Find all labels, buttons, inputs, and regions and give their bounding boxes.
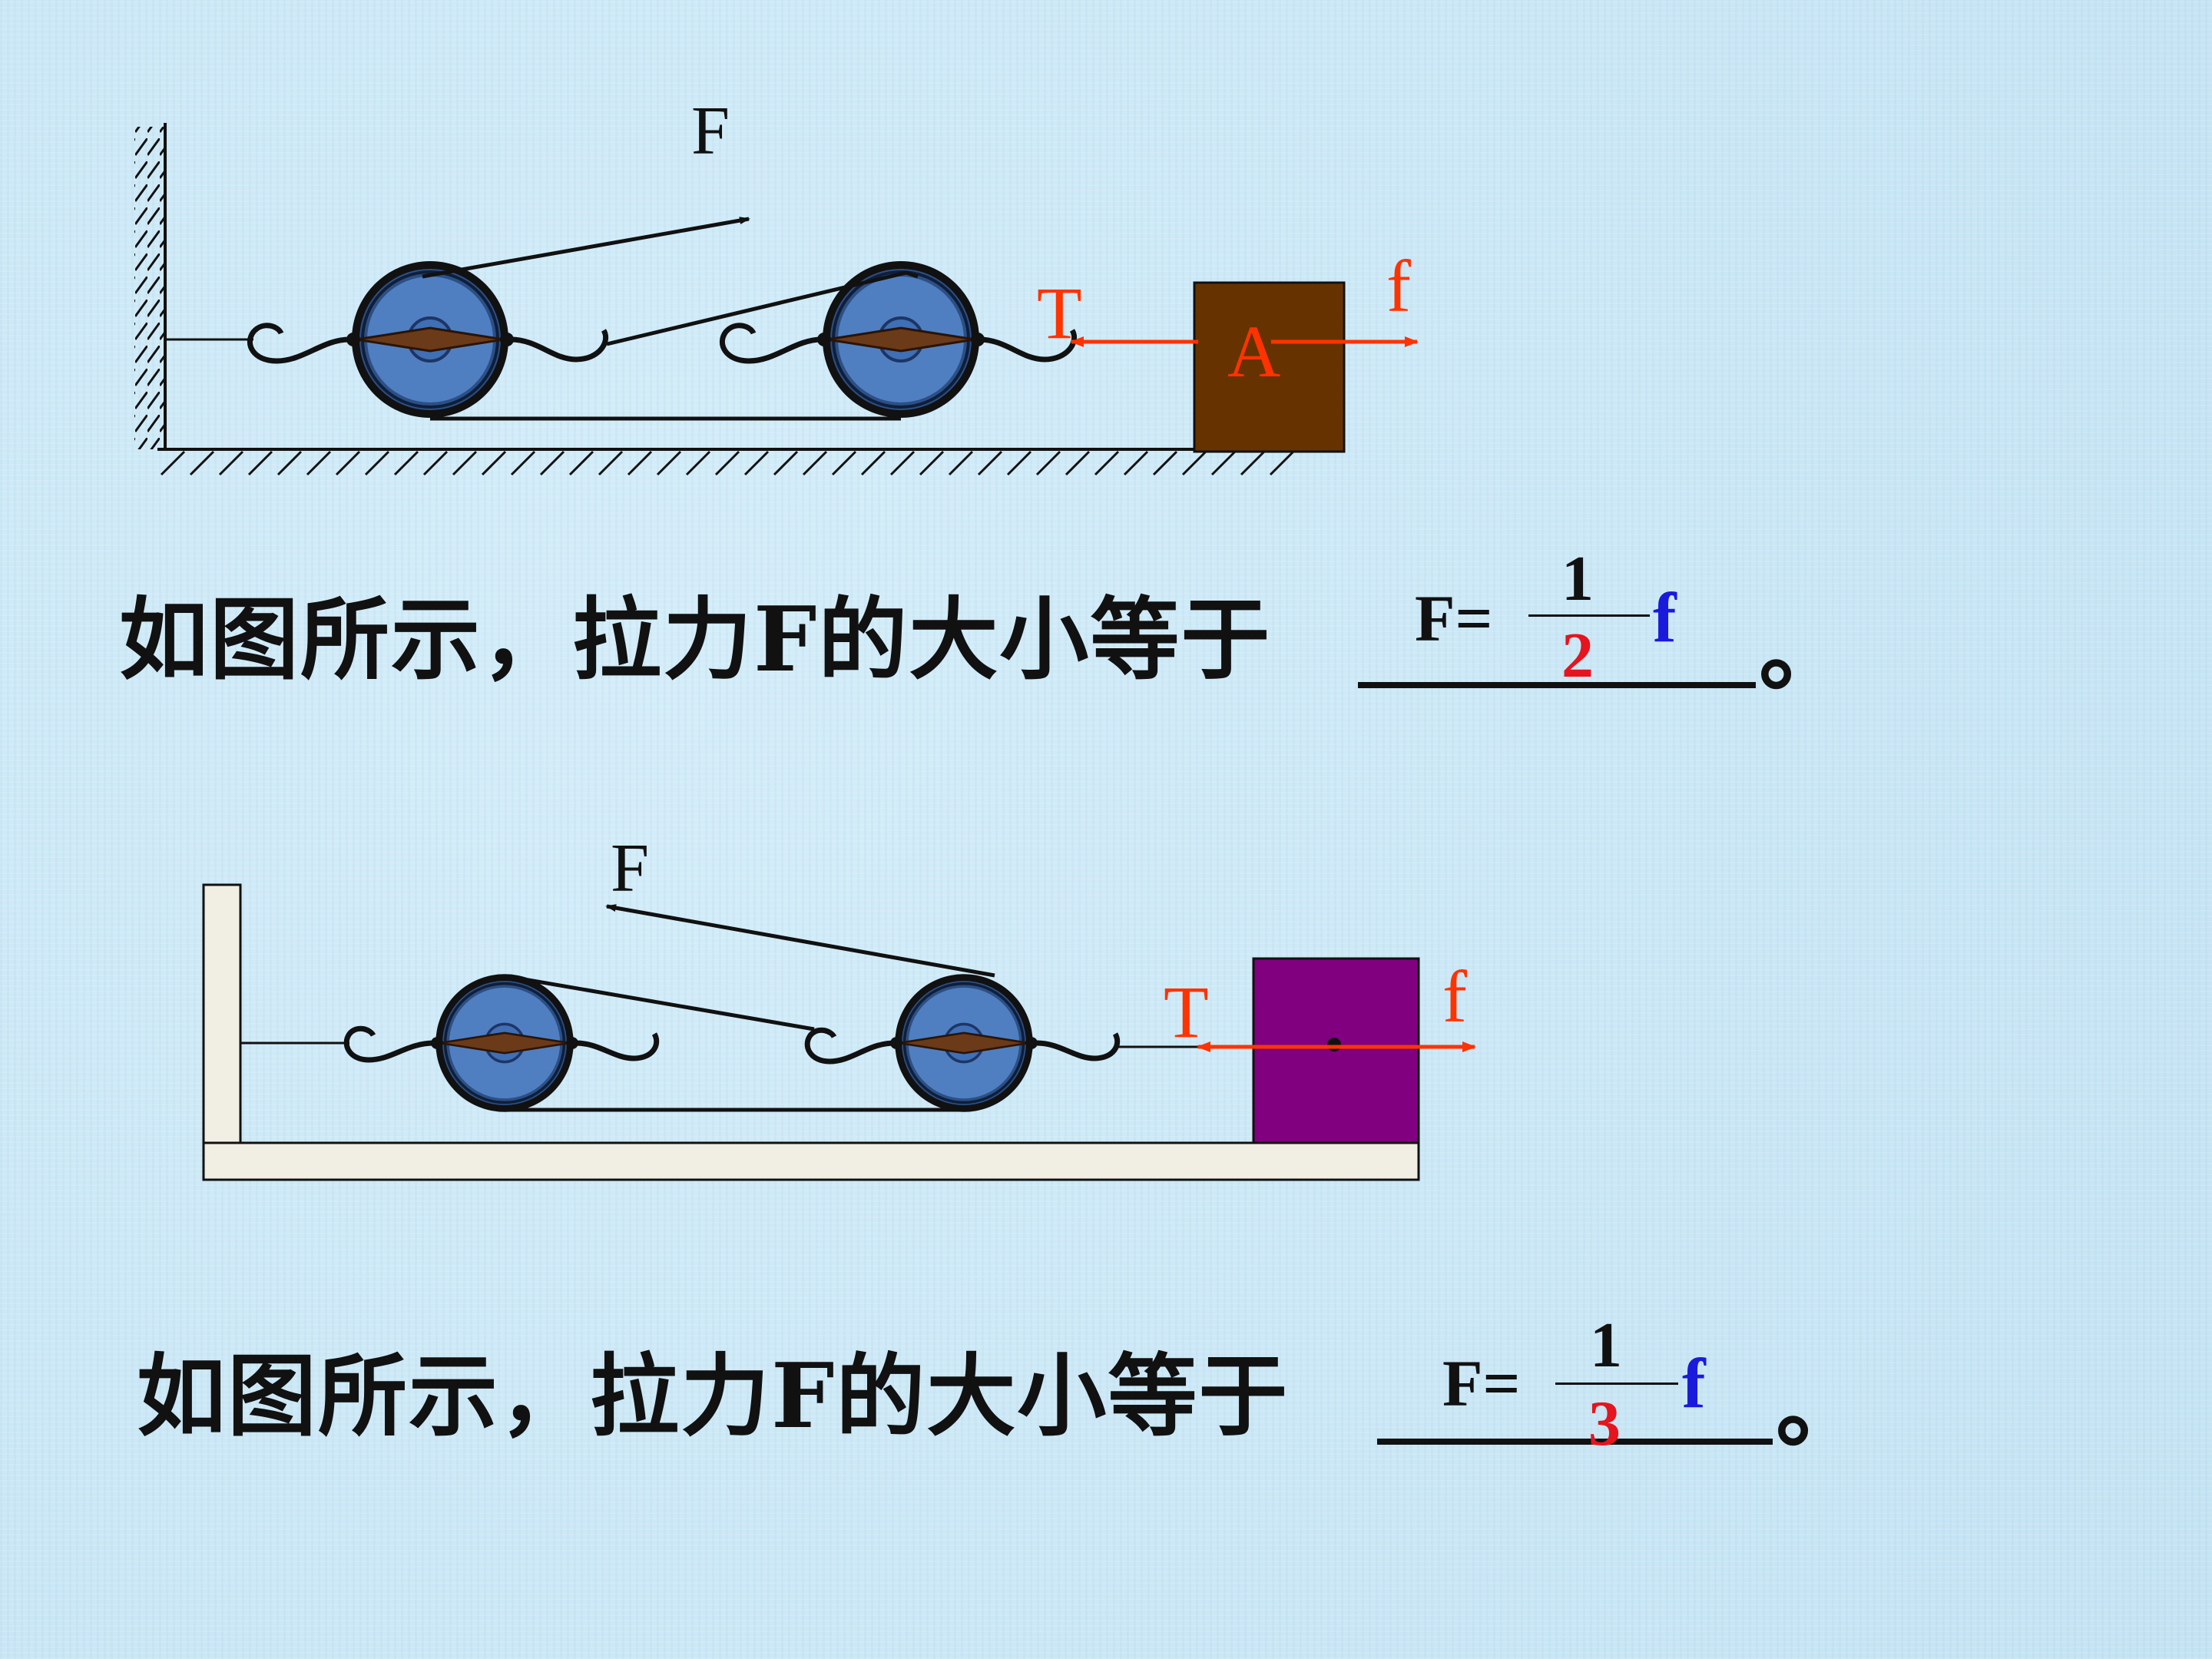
ground-hatch-line [568, 450, 594, 476]
ground-hatch-line [1152, 450, 1178, 476]
ground-hatch-line [247, 450, 273, 476]
ground-hatch-line [306, 450, 332, 476]
ground-hatch-line [831, 450, 857, 476]
ground-hatch-line [802, 450, 828, 476]
ground-hatch-line [1006, 450, 1032, 476]
fraction-bar [1555, 1382, 1678, 1385]
answer-lhs: F= [1415, 581, 1493, 655]
answer-blank [1377, 1439, 1773, 1445]
period: 。 [1776, 1356, 1865, 1460]
force-label: F [691, 93, 730, 169]
ground-hatch-line [1065, 450, 1091, 476]
ground [157, 448, 1295, 476]
question-text: 如图所示，拉力F的大小等于 [119, 588, 1272, 692]
ground-hatch-line [539, 450, 565, 476]
ground-hatch-line [1035, 450, 1061, 476]
block-label: A [1227, 310, 1280, 392]
pulley-left [247, 260, 609, 419]
ground-hatch-line [160, 450, 186, 476]
ground-hatch-line [948, 450, 974, 476]
ground-hatch-line [510, 450, 536, 476]
answer-blank [1358, 682, 1756, 688]
tension-label: T [1037, 272, 1082, 354]
force-arrow [422, 217, 750, 279]
fraction-bar [1528, 614, 1650, 617]
question-text: 如图所示，拉力F的大小等于 [137, 1344, 1290, 1449]
ground-hatch-line [1181, 450, 1207, 476]
force-label: F [611, 830, 649, 906]
ground-hatch-line [685, 450, 711, 476]
ground-hatch-line [276, 450, 303, 476]
ground-hatch-line [743, 450, 770, 476]
ground-hatch-line [422, 450, 449, 476]
ground-hatch-line [393, 450, 419, 476]
ground-hatch-line [189, 450, 215, 476]
ground-hatch-line [889, 450, 916, 476]
friction-label: f [1442, 955, 1467, 1038]
pulley-left [343, 972, 660, 1114]
ground-hatch-line [1123, 450, 1149, 476]
wall [134, 123, 167, 449]
diagram-1: F T f A [134, 93, 1419, 476]
answer-variable: f [1653, 578, 1677, 657]
rope-middle [606, 270, 907, 346]
ground-hatch-line [627, 450, 653, 476]
period: 。 [1759, 599, 1848, 704]
ground-hatch-line [1269, 450, 1295, 476]
rope-right-top [906, 270, 919, 279]
ground-hatch-line [860, 450, 886, 476]
ground-hatch-line [452, 450, 478, 476]
answer-lhs: F= [1442, 1346, 1521, 1420]
ground-hatch-line [1094, 450, 1120, 476]
ground-hatch-line [481, 450, 507, 476]
ground-hatch-line [919, 450, 945, 476]
tension-label: T [1164, 971, 1209, 1053]
answer-numerator: 1 [1561, 543, 1594, 614]
stand-base [202, 1141, 1420, 1181]
ground-hatch-line [364, 450, 390, 476]
ground-hatch-line [656, 450, 682, 476]
answer-variable: f [1682, 1344, 1706, 1422]
block-center-dot [1327, 1038, 1341, 1051]
ground-hatch-line [218, 450, 244, 476]
pulley-right [719, 260, 1078, 419]
ground-hatch-line [335, 450, 361, 476]
diagram-2: F T f [202, 830, 1476, 1181]
block-a [1193, 281, 1346, 453]
force-arrow [605, 904, 995, 978]
ground-hatch-line [714, 450, 740, 476]
stand-post [202, 883, 242, 1144]
answer-numerator: 1 [1590, 1310, 1622, 1381]
ground-hatch-line [1240, 450, 1266, 476]
answer-denominator: 3 [1588, 1388, 1621, 1459]
rope-middle [510, 975, 815, 1031]
ground-hatch-line [1210, 450, 1237, 476]
ground-hatch-line [598, 450, 624, 476]
answer-denominator: 2 [1561, 620, 1594, 691]
pulley-right [804, 972, 1121, 1114]
friction-label: f [1386, 245, 1411, 327]
ground-hatch-line [773, 450, 799, 476]
ground-hatch-line [977, 450, 1003, 476]
